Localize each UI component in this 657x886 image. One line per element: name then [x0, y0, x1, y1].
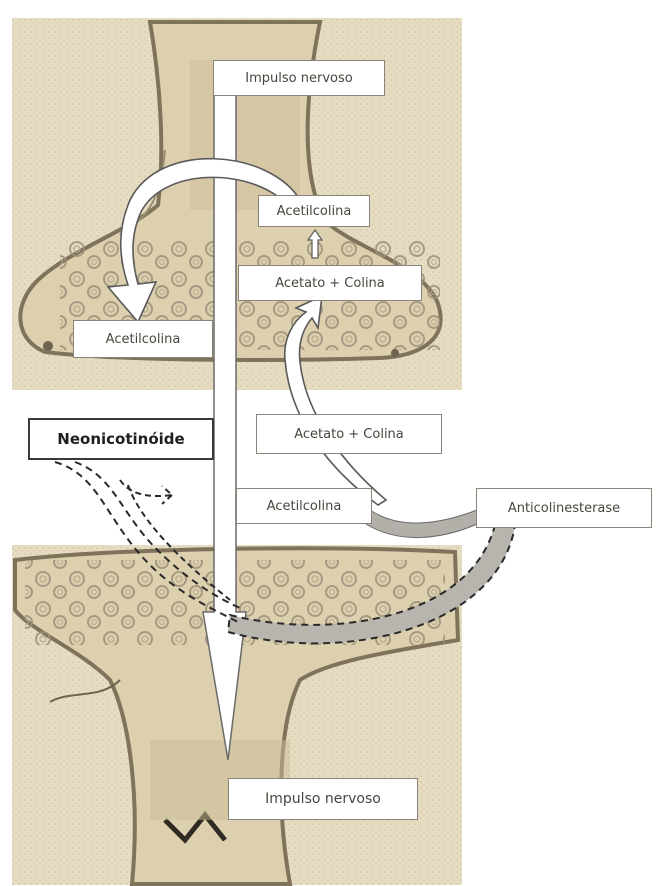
label-impulse-bottom: Impulso nervoso — [228, 778, 418, 820]
label-impulse-top: Impulso nervoso — [213, 60, 385, 96]
label-anticholinesterase: Anticolinesterase — [476, 488, 652, 528]
label-acetylcholine-upper: Acetilcolina — [258, 195, 370, 227]
label-acetate-choline-middle: Acetato + Colina — [256, 414, 442, 454]
label-acetylcholine-cleft: Acetilcolina — [236, 488, 372, 524]
hydrolysis-arrow — [366, 508, 486, 538]
label-acetate-choline-upper: Acetato + Colina — [238, 265, 422, 301]
label-neonicotinoid: Neonicotinóide — [28, 418, 214, 460]
neonicotinoid-dashed-arrow-2 — [120, 480, 172, 504]
label-acetylcholine-left: Acetilcolina — [73, 320, 213, 358]
